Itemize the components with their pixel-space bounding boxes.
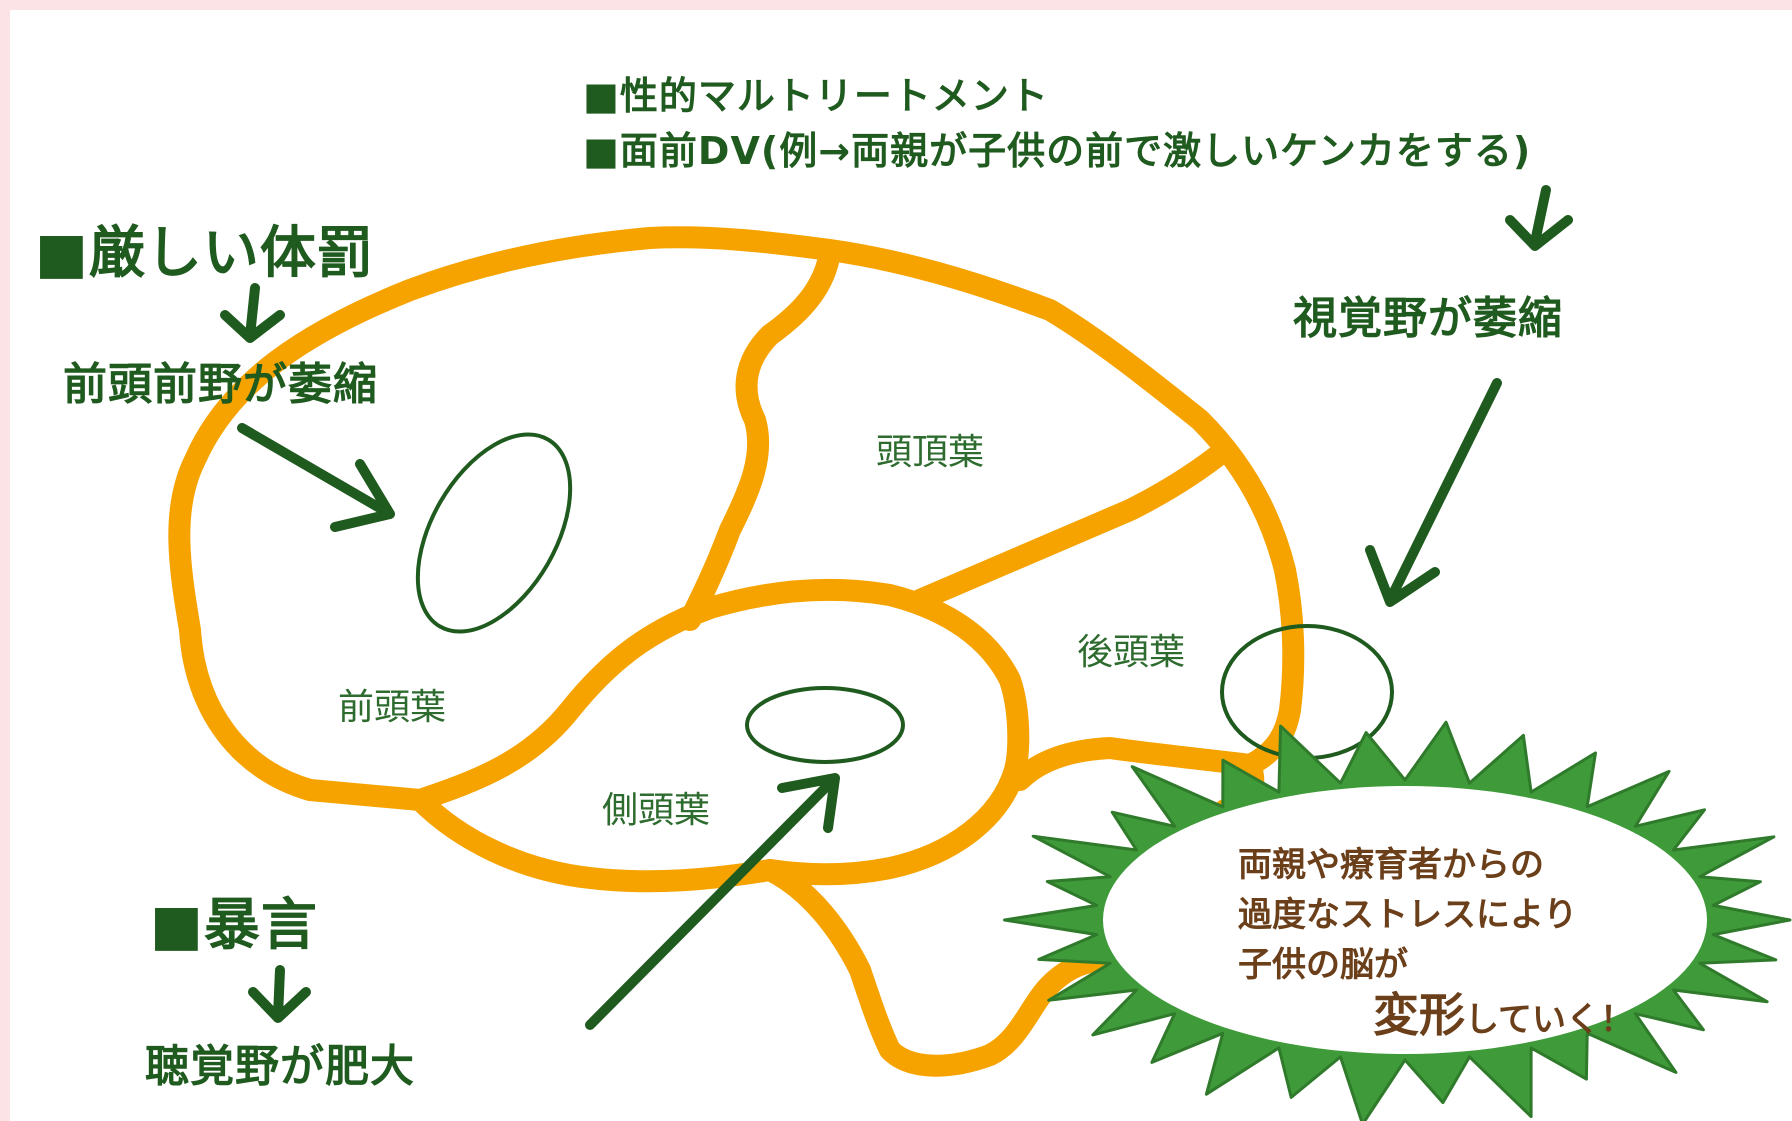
burst-line-4: 変形していく！ <box>1238 990 1634 1045</box>
lobe-frontal: 前頭葉 <box>338 687 447 728</box>
lobe-temporal: 側頭葉 <box>602 790 711 831</box>
visual-cortex-label: 視覚野が萎縮 <box>1293 293 1563 344</box>
brain-outline <box>168 226 1305 1077</box>
central-sulcus <box>679 241 841 631</box>
auditory-ellipse-icon <box>745 686 905 764</box>
lobe-occipital: 後頭葉 <box>1077 632 1186 673</box>
pointer-arrow-icon-prefrontal <box>237 423 395 532</box>
brain-diagram <box>168 185 1792 1121</box>
auditory-cortex-label: 聴覚野が肥大 <box>145 1041 415 1092</box>
verbal-abuse-heading: ■暴言 <box>150 893 318 958</box>
diagram-canvas: ■性的マルトリートメント ■面前DV(例→両親が子供の前で激しいケンカをする) … <box>10 10 1792 1121</box>
burst-icon <box>1003 720 1792 1121</box>
punishment-heading: ■厳しい体罰 <box>35 221 374 286</box>
burst-inner <box>1103 786 1707 1054</box>
cerebellum-outline <box>1009 737 1265 821</box>
down-arrow-icon-verbal <box>248 965 311 1023</box>
burst-message: 両親や療育者からの 過度なストレスにより 子供の脳が 変形していく！ <box>1238 840 1634 1045</box>
lobe-parietal: 頭頂葉 <box>876 432 985 473</box>
pointer-arrow-icon-visual <box>1365 378 1502 607</box>
burst-line-2: 過度なストレスにより <box>1238 895 1578 935</box>
pointer-arrow-icon-auditory <box>585 773 840 1030</box>
prefrontal-ellipse-icon <box>415 432 573 634</box>
burst-rest: していく！ <box>1465 1000 1634 1040</box>
down-arrows <box>220 185 1573 1023</box>
burst-line-3: 子供の脳が <box>1238 945 1408 985</box>
down-arrow-icon-punishment <box>220 283 285 343</box>
note-domestic-violence: ■面前DV(例→両親が子供の前で激しいケンカをする) <box>583 129 1532 173</box>
pointer-arrows <box>237 378 1502 1030</box>
temporal-lobe-outline <box>409 578 1030 886</box>
burst-line-1: 両親や療育者からの <box>1238 845 1544 885</box>
brain-cortex-outline <box>168 226 1305 811</box>
note-sexual-maltreatment: ■性的マルトリートメント <box>583 74 1049 118</box>
prefrontal-cortex-label: 前頭前野が萎縮 <box>63 359 378 410</box>
burst-emphasis: 変形 <box>1373 988 1465 1042</box>
parietal-occipital-sulcus <box>909 439 1236 611</box>
down-arrow-icon-visual <box>1505 185 1573 251</box>
brainstem-outline <box>409 789 1121 1077</box>
